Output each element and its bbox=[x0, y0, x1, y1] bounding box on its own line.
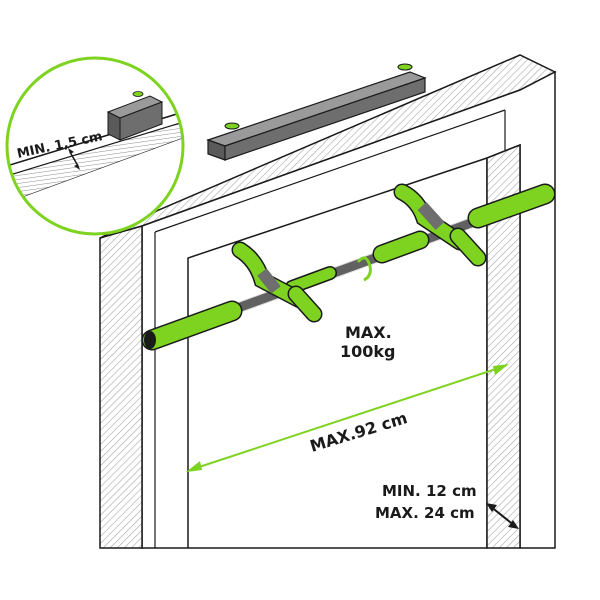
center-grip bbox=[285, 230, 430, 294]
right-jamb bbox=[486, 143, 521, 549]
max-load-label-line2: 100kg bbox=[340, 342, 396, 361]
detail-inset bbox=[5, 56, 185, 236]
thickness-marker-icon bbox=[69, 151, 79, 167]
frame-depth-max-label: MAX. 24 cm bbox=[375, 504, 475, 522]
depth-dimension-icon bbox=[486, 503, 519, 529]
right-arm bbox=[393, 183, 487, 267]
right-grip bbox=[467, 183, 556, 229]
max-load-label-line1: MAX. bbox=[345, 323, 392, 342]
width-dimension-icon bbox=[186, 364, 509, 472]
left-grip bbox=[141, 300, 243, 351]
left-jamb bbox=[99, 225, 143, 549]
door-frame bbox=[99, 54, 557, 549]
top-bracket bbox=[206, 63, 427, 161]
left-arm bbox=[231, 241, 323, 323]
frame-depth-min-label: MIN. 12 cm bbox=[382, 482, 477, 500]
pullup-bar bbox=[141, 183, 556, 351]
door-opening bbox=[187, 157, 488, 548]
